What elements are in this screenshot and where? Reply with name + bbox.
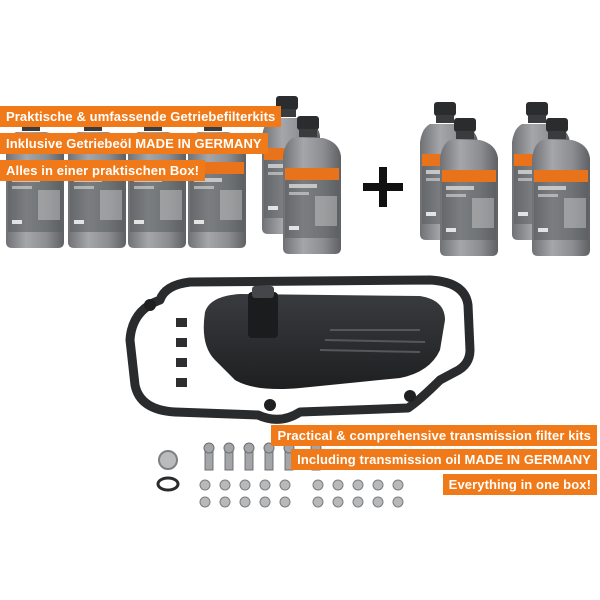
banner-de-practical-kits: Praktische & umfassende Getriebefilterki… [0, 106, 282, 127]
banner-en-oil-made-in-germany: Including transmission oil MADE IN GERMA… [291, 449, 597, 470]
transmission-filter-icon [203, 286, 445, 389]
gasket-icon [125, 275, 475, 424]
banner-de-oil-made-in-germany: Inklusive Getriebeöl MADE IN GERMANY [0, 133, 268, 154]
drain-plug-icon [156, 450, 180, 492]
oil-bottle-group-right [420, 102, 590, 256]
clip-set-icon [176, 318, 187, 387]
banner-en-practical-kits: Practical & comprehensive transmission f… [271, 425, 597, 446]
banner-en-in-one-box: Everything in one box! [442, 474, 597, 495]
plus-icon [363, 167, 403, 207]
banner-de-in-one-box: Alles in einer praktischen Box! [0, 160, 206, 181]
nut-set-icon [199, 479, 404, 508]
